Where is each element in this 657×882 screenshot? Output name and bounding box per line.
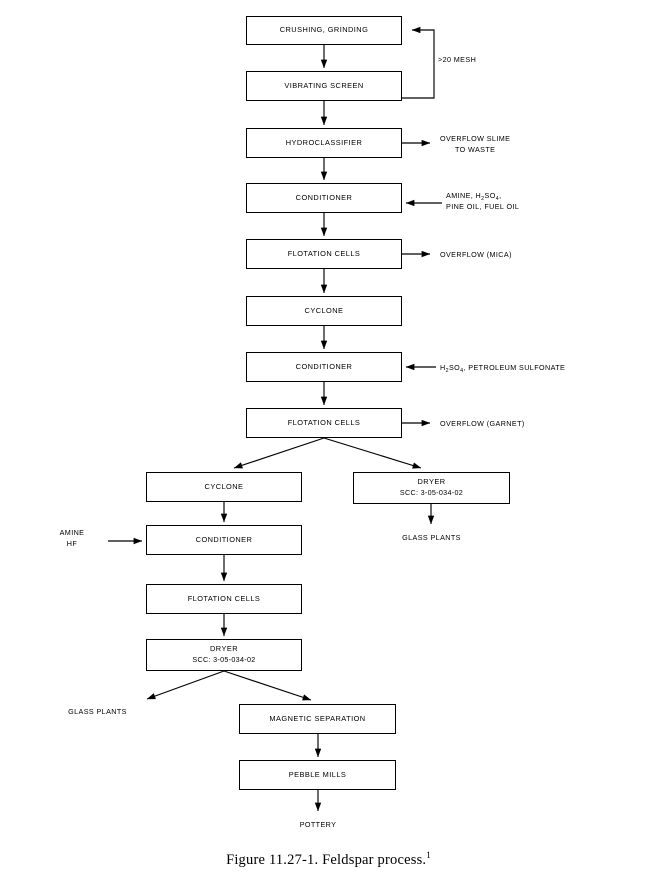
box-label: CRUSHING, GRINDING [279, 25, 369, 35]
label-glass-plants-left: GLASS PLANTS [40, 707, 155, 718]
box-label: CONDITIONER [295, 192, 353, 202]
connector-dryer-left-to-glass-plants [146, 670, 225, 700]
label-line: AMINE [59, 528, 85, 537]
figure-caption-text: Figure 11.27-1. Feldspar process. [226, 852, 427, 868]
label-line: HF [66, 538, 78, 548]
label-line: H2SO4, PETROLEUM SULFONATE [440, 363, 566, 374]
box-scc-code: SCC: 3-05-034-02 [192, 655, 256, 665]
box-label: DRYER [417, 477, 446, 487]
process-box-dryer-left[interactable]: DRYER SCC: 3-05-034-02 [146, 639, 302, 671]
label-line: GLASS PLANTS [68, 707, 127, 716]
process-box-conditioner-3[interactable]: CONDITIONER [146, 525, 302, 555]
process-box-crushing-grinding[interactable]: CRUSHING, GRINDING [246, 16, 402, 45]
label-line: AMINE, H2SO4, [446, 191, 502, 202]
process-box-conditioner-2[interactable]: CONDITIONER [246, 352, 402, 382]
label-line: OVERFLOW (GARNET) [440, 419, 525, 428]
process-box-cyclone-1[interactable]: CYCLONE [246, 296, 402, 326]
box-label: FLOTATION CELLS [287, 417, 361, 427]
process-box-conditioner-1[interactable]: CONDITIONER [246, 183, 402, 213]
label-line: POTTERY [299, 820, 337, 829]
label-glass-plants-right: GLASS PLANTS [374, 533, 489, 544]
connector-dryer-left-to-magnetic-separation [223, 670, 312, 701]
process-box-magnetic-separation[interactable]: MAGNETIC SEPARATION [239, 704, 396, 734]
figure-caption-footnote: 1 [426, 850, 431, 861]
process-box-flotation-cells-3[interactable]: FLOTATION CELLS [146, 584, 302, 614]
process-box-hydroclassifier[interactable]: HYDROCLASSIFIER [246, 128, 402, 158]
label-line: >20 MESH [438, 55, 477, 64]
label-line: OVERFLOW (MICA) [440, 250, 512, 259]
label-line: PINE OIL, FUEL OIL [446, 201, 520, 211]
box-label: VIBRATING SCREEN [284, 80, 364, 90]
box-label: CYCLONE [304, 305, 344, 315]
process-box-dryer-right[interactable]: DRYER SCC: 3-05-034-02 [353, 472, 510, 504]
connector-flotation2-to-cyclone2 [233, 437, 325, 469]
label-overflow-mica: OVERFLOW (MICA) [440, 250, 512, 261]
label-line: TO WASTE [454, 144, 496, 154]
label-mesh-size: >20 MESH [438, 55, 476, 66]
connector-oversize-recycle [402, 26, 435, 99]
box-label: CONDITIONER [295, 361, 353, 371]
box-label: CYCLONE [204, 481, 244, 491]
box-label: PEBBLE MILLS [288, 769, 347, 779]
box-label: CONDITIONER [195, 534, 253, 544]
box-label: HYDROCLASSIFIER [285, 137, 363, 147]
label-amine-hf: AMINE HF [46, 528, 98, 550]
box-label: DRYER [210, 644, 238, 654]
figure-caption: Figure 11.27-1. Feldspar process.1 [0, 850, 657, 869]
process-box-flotation-cells-2[interactable]: FLOTATION CELLS [246, 408, 402, 438]
box-scc-code: SCC: 3-05-034-02 [399, 488, 464, 498]
label-line: GLASS PLANTS [402, 533, 461, 542]
box-label: FLOTATION CELLS [187, 593, 261, 603]
connector-flotation2-to-dryer-right [323, 437, 422, 469]
label-pottery: POTTERY [268, 820, 368, 831]
label-overflow-garnet: OVERFLOW (GARNET) [440, 419, 525, 430]
box-label: FLOTATION CELLS [287, 248, 361, 258]
process-box-cyclone-2[interactable]: CYCLONE [146, 472, 302, 502]
label-reagents-h2so4-petroleum-sulfonate: H2SO4, PETROLEUM SULFONATE [440, 363, 565, 374]
process-box-pebble-mills[interactable]: PEBBLE MILLS [239, 760, 396, 790]
process-box-flotation-cells-1[interactable]: FLOTATION CELLS [246, 239, 402, 269]
process-box-vibrating-screen[interactable]: VIBRATING SCREEN [246, 71, 402, 101]
label-overflow-slime-to-waste: OVERFLOW SLIME TO WASTE [440, 134, 510, 156]
label-line: OVERFLOW SLIME [440, 134, 511, 143]
label-reagents-amine-h2so4: AMINE, H2SO4, PINE OIL, FUEL OIL [446, 191, 519, 213]
box-label: MAGNETIC SEPARATION [269, 713, 366, 723]
